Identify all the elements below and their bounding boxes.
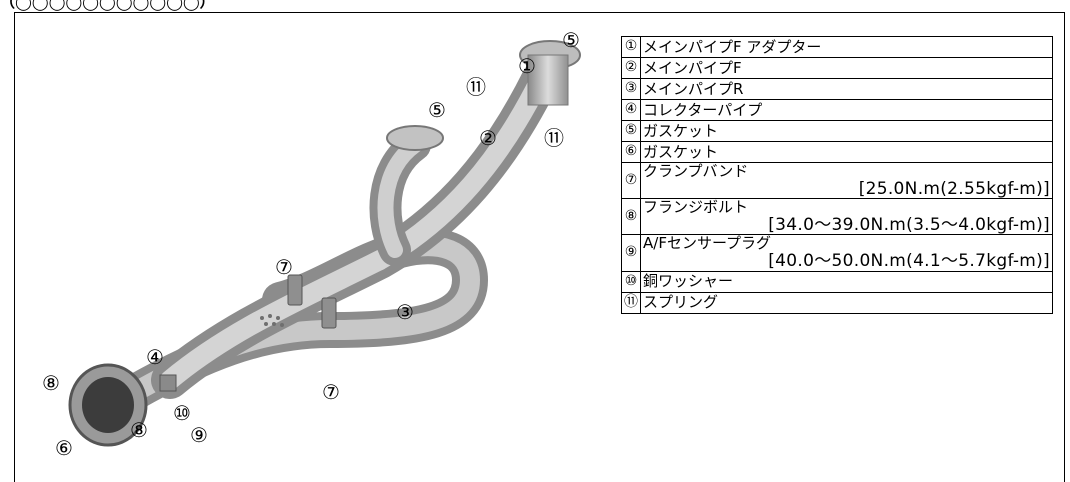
table-row: ⑥ ガスケット	[621, 141, 1053, 163]
callout-2: ②	[479, 126, 497, 150]
table-row: ⑪ スプリング	[621, 291, 1053, 314]
part-name: 銅ワッシャー	[640, 270, 1053, 293]
callout-5-left: ⑤	[428, 98, 446, 122]
part-name: クランプバンド	[643, 162, 749, 180]
table-row: ⑨ A/Fセンサープラグ [40.0～50.0N.m(4.1～5.7kgf-m)…	[621, 234, 1053, 272]
outlet-flange	[68, 363, 148, 447]
part-number: ⑧	[621, 198, 641, 236]
part-number: ⑤	[621, 120, 641, 142]
part-number: ③	[621, 78, 641, 100]
callout-9: ⑨	[190, 423, 208, 447]
part-number: ⑨	[621, 234, 641, 272]
callout-6: ⑥	[55, 436, 73, 460]
callout-1: ①	[518, 54, 536, 78]
part-number: ①	[621, 36, 641, 58]
part-name: A/Fセンサープラグ	[643, 234, 772, 253]
figure-frame	[14, 12, 1065, 482]
part-name: メインパイプR	[640, 78, 1053, 100]
part-number: ⑩	[621, 270, 641, 293]
part-name: ガスケット	[640, 120, 1053, 142]
table-row: ⑦ クランプバンド [25.0N.m(2.55kgf-m)]	[621, 161, 1053, 200]
part-name: コレクターパイプ	[640, 99, 1053, 121]
sensor-boss	[159, 374, 177, 392]
clamp-bands	[287, 274, 337, 329]
part-name: フランジボルト	[643, 198, 749, 217]
torque-spec: [25.0N.m(2.55kgf-m)]	[858, 178, 1050, 199]
table-row: ⑩ 銅ワッシャー	[621, 270, 1053, 293]
table-row: ② メインパイプF	[621, 57, 1053, 79]
callout-8-left: ⑧	[42, 371, 60, 395]
part-cell: フランジボルト [34.0～39.0N.m(3.5～4.0kgf-m)]	[640, 198, 1053, 236]
table-row: ③ メインパイプR	[621, 78, 1053, 100]
section-heading-cut: （◯◯◯◯◯◯◯◯◯◯◯）	[0, 0, 215, 11]
part-name: ガスケット	[640, 141, 1053, 163]
part-cell: A/Fセンサープラグ [40.0～50.0N.m(4.1～5.7kgf-m)]	[640, 234, 1053, 272]
part-name: メインパイプF	[640, 57, 1053, 79]
table-row: ① メインパイプF アダプター	[621, 36, 1053, 58]
parts-list-table: ① メインパイプF アダプター ② メインパイプF ③ メインパイプR ④ コレ…	[621, 36, 1053, 314]
callout-10: ⑩	[173, 401, 191, 425]
callout-7-bottom: ⑦	[322, 380, 340, 404]
table-row: ⑤ ガスケット	[621, 120, 1053, 142]
callout-7-top: ⑦	[275, 255, 293, 279]
part-number: ②	[621, 57, 641, 79]
top-flange	[519, 40, 581, 106]
torque-spec: [34.0～39.0N.m(3.5～4.0kgf-m)]	[768, 214, 1050, 235]
left-flange	[386, 125, 444, 151]
part-number: ④	[621, 99, 641, 121]
callout-4: ④	[146, 345, 164, 369]
table-row: ⑧ フランジボルト [34.0～39.0N.m(3.5～4.0kgf-m)]	[621, 198, 1053, 236]
callout-11-left: ⑪	[466, 75, 486, 99]
exhaust-pipe-illustration	[68, 40, 581, 447]
callout-5-top: ⑤	[562, 28, 580, 52]
part-number: ⑥	[621, 141, 641, 163]
torque-spec: [40.0～50.0N.m(4.1～5.7kgf-m)]	[768, 250, 1050, 271]
table-row: ④ コレクターパイプ	[621, 99, 1053, 121]
callout-11-right: ⑪	[544, 126, 564, 150]
perforated-plate	[260, 314, 284, 327]
callout-8-bottom: ⑧	[130, 418, 148, 442]
part-cell: クランプバンド [25.0N.m(2.55kgf-m)]	[640, 161, 1053, 200]
callout-3: ③	[396, 300, 414, 324]
part-name: スプリング	[640, 291, 1053, 314]
part-name: メインパイプF アダプター	[640, 36, 1053, 58]
part-number: ⑦	[621, 161, 641, 200]
part-number: ⑪	[621, 291, 641, 314]
